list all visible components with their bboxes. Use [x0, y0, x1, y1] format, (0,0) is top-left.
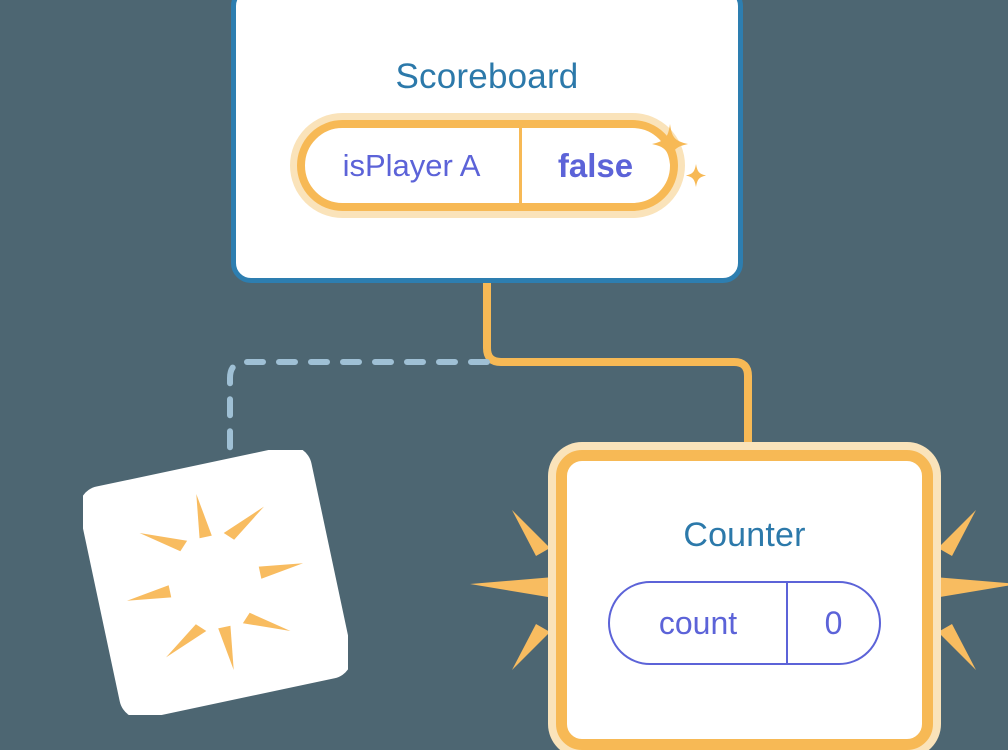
counter-card[interactable]: Counter count 0: [556, 450, 933, 750]
pill-divider: [518, 128, 522, 203]
counter-state-pill[interactable]: count 0: [608, 581, 881, 665]
pill-divider: [786, 583, 788, 663]
scoreboard-state-pill[interactable]: isPlayer A false: [296, 120, 706, 211]
counter-state-row: count 0: [567, 581, 922, 665]
counter-title: Counter: [683, 516, 806, 554]
scoreboard-prop-value: false: [557, 146, 634, 184]
edge-scoreboard-to-blank: [227, 359, 490, 473]
counter-prop-value: 0: [824, 604, 843, 641]
scoreboard-state-row: isPlayer A false: [236, 120, 738, 211]
scoreboard-prop-name: isPlayer A: [342, 147, 481, 183]
blank-card[interactable]: [83, 450, 348, 715]
scoreboard-card[interactable]: Scoreboard isPlayer A false: [231, 0, 743, 283]
blank-card-surface: [83, 450, 348, 715]
burst-rays-blank: [126, 493, 304, 671]
counter-prop-name: count: [658, 604, 738, 641]
edge-scoreboard-to-counter: [483, 283, 752, 460]
scoreboard-title: Scoreboard: [395, 57, 579, 96]
